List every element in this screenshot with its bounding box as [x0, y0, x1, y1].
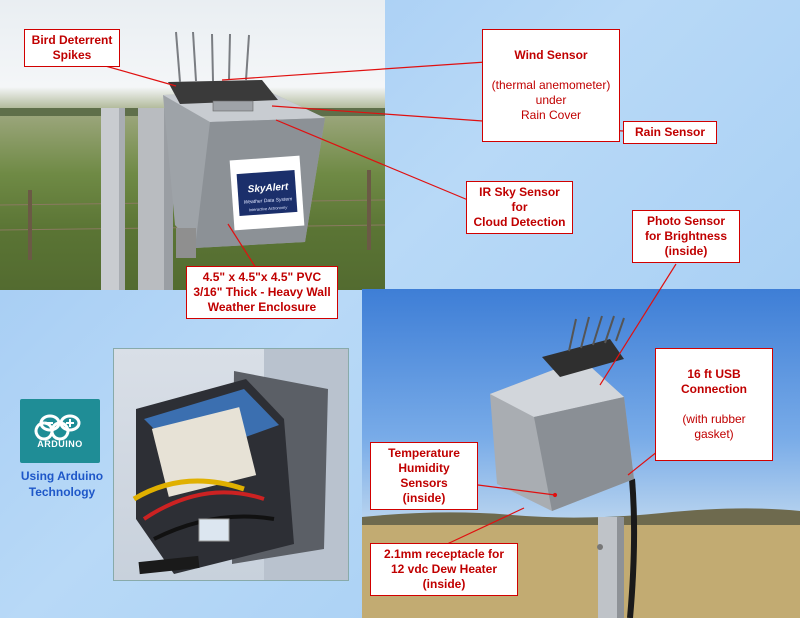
arduino-logo: ARDUINO: [20, 399, 100, 463]
arduino-caption: Using Arduino Technology: [20, 469, 104, 499]
infinity-icon: [34, 414, 81, 441]
callout-photo-sensor: Photo Sensor for Brightness (inside): [632, 210, 740, 263]
callout-ir-sky-sensor: IR Sky Sensor for Cloud Detection: [466, 181, 573, 234]
callout-usb-connection: 16 ft USB Connection (with rubber gasket…: [655, 348, 773, 461]
callout-bird-spikes: Bird Deterrent Spikes: [24, 29, 120, 67]
callout-rain-sensor: Rain Sensor: [623, 121, 717, 144]
usb-title: 16 ft USB Connection: [681, 367, 747, 396]
photo-arduino-board: [113, 348, 349, 581]
arduino-logo-text: ARDUINO: [37, 439, 83, 449]
callout-temp-humidity: Temperature Humidity Sensors (inside): [370, 442, 478, 510]
usb-detail: (with rubber gasket): [682, 412, 746, 441]
callout-wind-sensor: Wind Sensor (thermal anemometer) under R…: [482, 29, 620, 142]
wind-sensor-title: Wind Sensor: [514, 48, 588, 62]
wind-sensor-detail: (thermal anemometer) under Rain Cover: [491, 78, 611, 122]
callout-dew-heater: 2.1mm receptacle for 12 vdc Dew Heater (…: [370, 543, 518, 596]
callout-enclosure: 4.5" x 4.5"x 4.5" PVC 3/16" Thick - Heav…: [186, 266, 338, 319]
